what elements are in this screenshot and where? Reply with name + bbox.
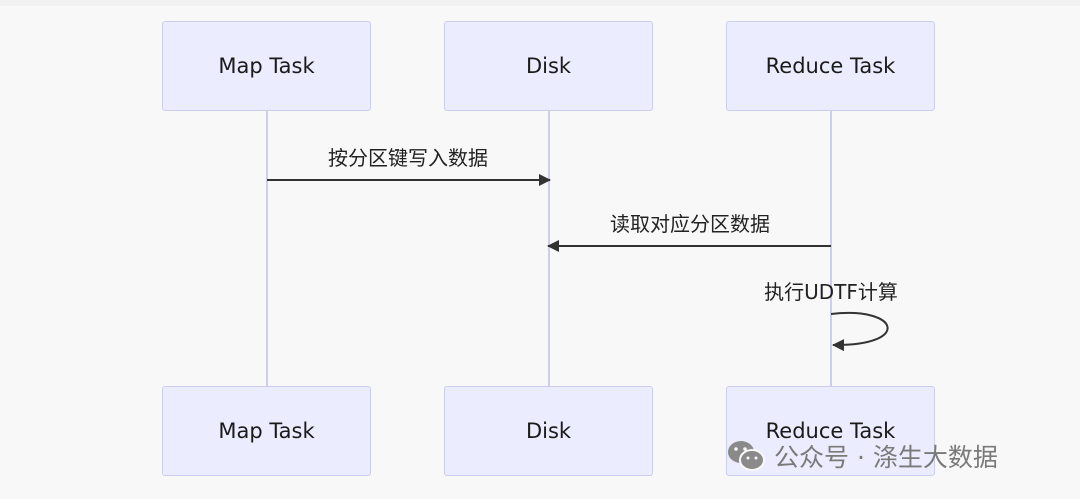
message-label-1: 按分区键写入数据 — [328, 146, 488, 170]
wechat-icon — [728, 441, 765, 471]
message-arrow-3-self — [830, 311, 889, 352]
watermark-text: 公众号 · 涤生大数据 — [774, 443, 998, 472]
actor-label: Disk — [525, 419, 572, 443]
top-edge — [0, 0, 1080, 6]
actor-map-task-top: Map Task — [162, 21, 371, 111]
message-label-2: 读取对应分区数据 — [610, 212, 770, 236]
actor-label: Map Task — [218, 54, 315, 78]
actor-label: Map Task — [218, 419, 315, 443]
actor-label: Disk — [525, 54, 572, 78]
watermark: 公众号 · 涤生大数据 — [726, 438, 998, 474]
actor-label: Reduce Task — [765, 54, 896, 78]
actor-map-task-bottom: Map Task — [162, 386, 371, 476]
actor-disk-bottom: Disk — [444, 386, 653, 476]
actor-label: Reduce Task — [765, 419, 896, 443]
actor-reduce-task-bottom: Reduce Task — [726, 386, 935, 476]
message-label-3: 执行UDTF计算 — [764, 280, 898, 304]
actor-disk-top: Disk — [444, 21, 653, 111]
actor-reduce-task-top: Reduce Task — [726, 21, 935, 111]
